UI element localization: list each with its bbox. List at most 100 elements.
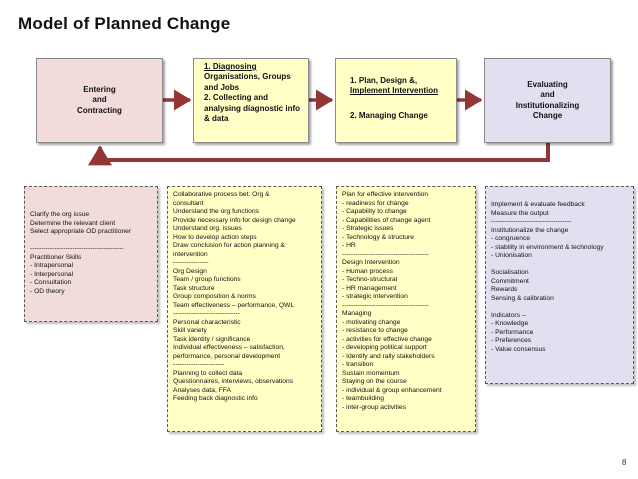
detail-line: Feeding back diagnostic info — [173, 395, 258, 402]
detail-line: Understand org. issues — [173, 225, 242, 232]
stage-label: 2. Managing Change — [350, 110, 428, 120]
stage-label: 1. Diagnosing — [204, 62, 257, 71]
stage-label: Evaluating — [527, 79, 568, 89]
detail-line: Socialisation — [491, 269, 529, 276]
detail-line: Collaborative process bet. Org & — [173, 191, 270, 198]
detail-line: Measure the output — [491, 209, 549, 217]
detail-line: Determine the relevant client — [30, 219, 116, 227]
detail-line: Group composition & norms — [173, 293, 256, 300]
detail-line: Task identity / significance — [173, 335, 251, 343]
stage-evaluating: Evaluating and Institutionalizing Change — [484, 58, 611, 143]
detail-line: - Knowledge — [491, 320, 529, 327]
detail-line: - HR — [342, 242, 356, 249]
detail-line: performance, personal development — [173, 352, 281, 360]
detail-line: - teambuilding — [342, 395, 385, 402]
detail-line: Personal characteristic — [173, 318, 241, 326]
detail-line: - resistance to change — [342, 327, 408, 334]
detail-line: - Intrapersonal — [30, 262, 74, 269]
stage-label: Organisations, Groups — [204, 72, 291, 82]
detail-line: - Performance — [491, 328, 534, 336]
detail-line: --------------------------------------- — [342, 301, 429, 309]
stage-label: 1. Plan, Design &, — [350, 76, 418, 85]
detail-line: Indicators – — [491, 311, 526, 319]
stage-plan-implement: 1. Plan, Design &, Implement Interventio… — [335, 58, 457, 143]
feedback-loop-arrow — [88, 143, 550, 166]
detail-line: Design Intervention — [342, 259, 400, 266]
detail-line: Implement & evaluate feedback — [491, 201, 585, 208]
detail-line: ------------------------------------ — [491, 218, 572, 225]
detail-line: - OD theory — [30, 287, 65, 295]
detail-line: - Techno-structural — [342, 276, 398, 283]
detail-line: - congruence — [491, 235, 531, 242]
detail-line: Clarify the org issue — [30, 211, 90, 218]
detail-line: Sensing & calibration — [491, 294, 554, 302]
detail-line: Individual effectiveness – satisfaction, — [173, 344, 285, 351]
stage-label: Implement Intervention — [350, 86, 439, 96]
detail-line: Managing — [342, 310, 372, 317]
slide-title: Model of Planned Change — [18, 14, 231, 33]
stage-label: Entering — [83, 84, 116, 94]
detail-line: Understand the org functions — [173, 208, 259, 215]
detail-line: - Identify and rally stakeholders — [342, 352, 435, 360]
detail-line: intervention — [173, 250, 208, 258]
detail-line: Practitioner Skills — [30, 253, 82, 261]
detail-line: - Strategic issues — [342, 225, 394, 232]
detail-line: Team / group functions — [173, 276, 241, 283]
detail-line: Staying on the course — [342, 378, 407, 385]
page-number: 8 — [622, 458, 627, 467]
detail-line: Planning to collect data — [173, 369, 243, 377]
detail-line: - HR management — [342, 284, 397, 292]
detail-line: How to develop action steps — [173, 233, 257, 241]
detail-line: - Capabilities of change agent — [342, 216, 431, 224]
details-intervention: Plan for effective intervention - readin… — [336, 186, 476, 432]
stage-label: & data — [204, 113, 229, 123]
detail-line: Team effectiveness – performance, QWL — [173, 301, 295, 309]
detail-line: consultant — [173, 199, 204, 207]
stage-label: Change — [532, 110, 563, 120]
detail-line: Institutionalize the change — [491, 226, 569, 234]
detail-line: Rewards — [491, 286, 518, 293]
detail-line: - Human process — [342, 267, 393, 275]
stage-label: Institutionalizing — [515, 100, 580, 110]
detail-line: ----------------------------------------… — [30, 245, 124, 252]
detail-line — [491, 303, 628, 312]
detail-line: Commitment — [491, 277, 529, 285]
detail-line: Draw conclusion for action planning & — [173, 242, 285, 249]
detail-line: ------------------------------ — [173, 310, 240, 317]
detail-line: - individual & group enhancement — [342, 386, 442, 394]
detail-line — [30, 237, 152, 246]
detail-line: Select appropriate OD practitioner — [30, 228, 132, 235]
stage-label: 2. Collecting and — [204, 93, 269, 103]
detail-line: - Capability to change — [342, 208, 407, 215]
detail-line: Task structure — [173, 284, 215, 292]
detail-line: - motivating change — [342, 318, 401, 326]
detail-line: Analyses data, FFA — [173, 386, 231, 394]
stage-label: Contracting — [77, 105, 122, 115]
detail-line: - transition — [342, 361, 374, 368]
stage-label: and Jobs — [204, 82, 240, 92]
detail-line: ----------------------- — [173, 361, 225, 368]
detail-line: - Value consensus — [491, 345, 546, 353]
stage-label: and — [540, 90, 555, 100]
detail-line: Sustain momentum — [342, 369, 400, 377]
detail-line: - stability in environment & technology — [491, 243, 604, 251]
detail-line: Plan for effective intervention — [342, 191, 429, 198]
stage-entering-contracting: Entering and Contracting — [36, 58, 163, 143]
detail-line: - inter-group activities — [342, 403, 406, 411]
detail-line: Provide necessary info for design change — [173, 216, 296, 224]
stage-label: analysing diagnostic info — [204, 103, 301, 113]
detail-line: - activities for effective change — [342, 335, 432, 343]
stage-label: and — [92, 95, 107, 105]
detail-line — [491, 261, 628, 270]
detail-line: - Preferences — [491, 337, 532, 344]
detail-line: - readiness for change — [342, 199, 409, 207]
detail-line: - Interpersonal — [30, 270, 74, 278]
detail-line: Skill variety — [173, 327, 207, 334]
detail-line: --------------------------------------- — [342, 250, 429, 258]
stage-diagnosing: 1. Diagnosing Organisations, Groups and … — [193, 58, 309, 143]
detail-line: ---------------- — [173, 259, 209, 266]
detail-line: - Technology & structure — [342, 233, 414, 241]
